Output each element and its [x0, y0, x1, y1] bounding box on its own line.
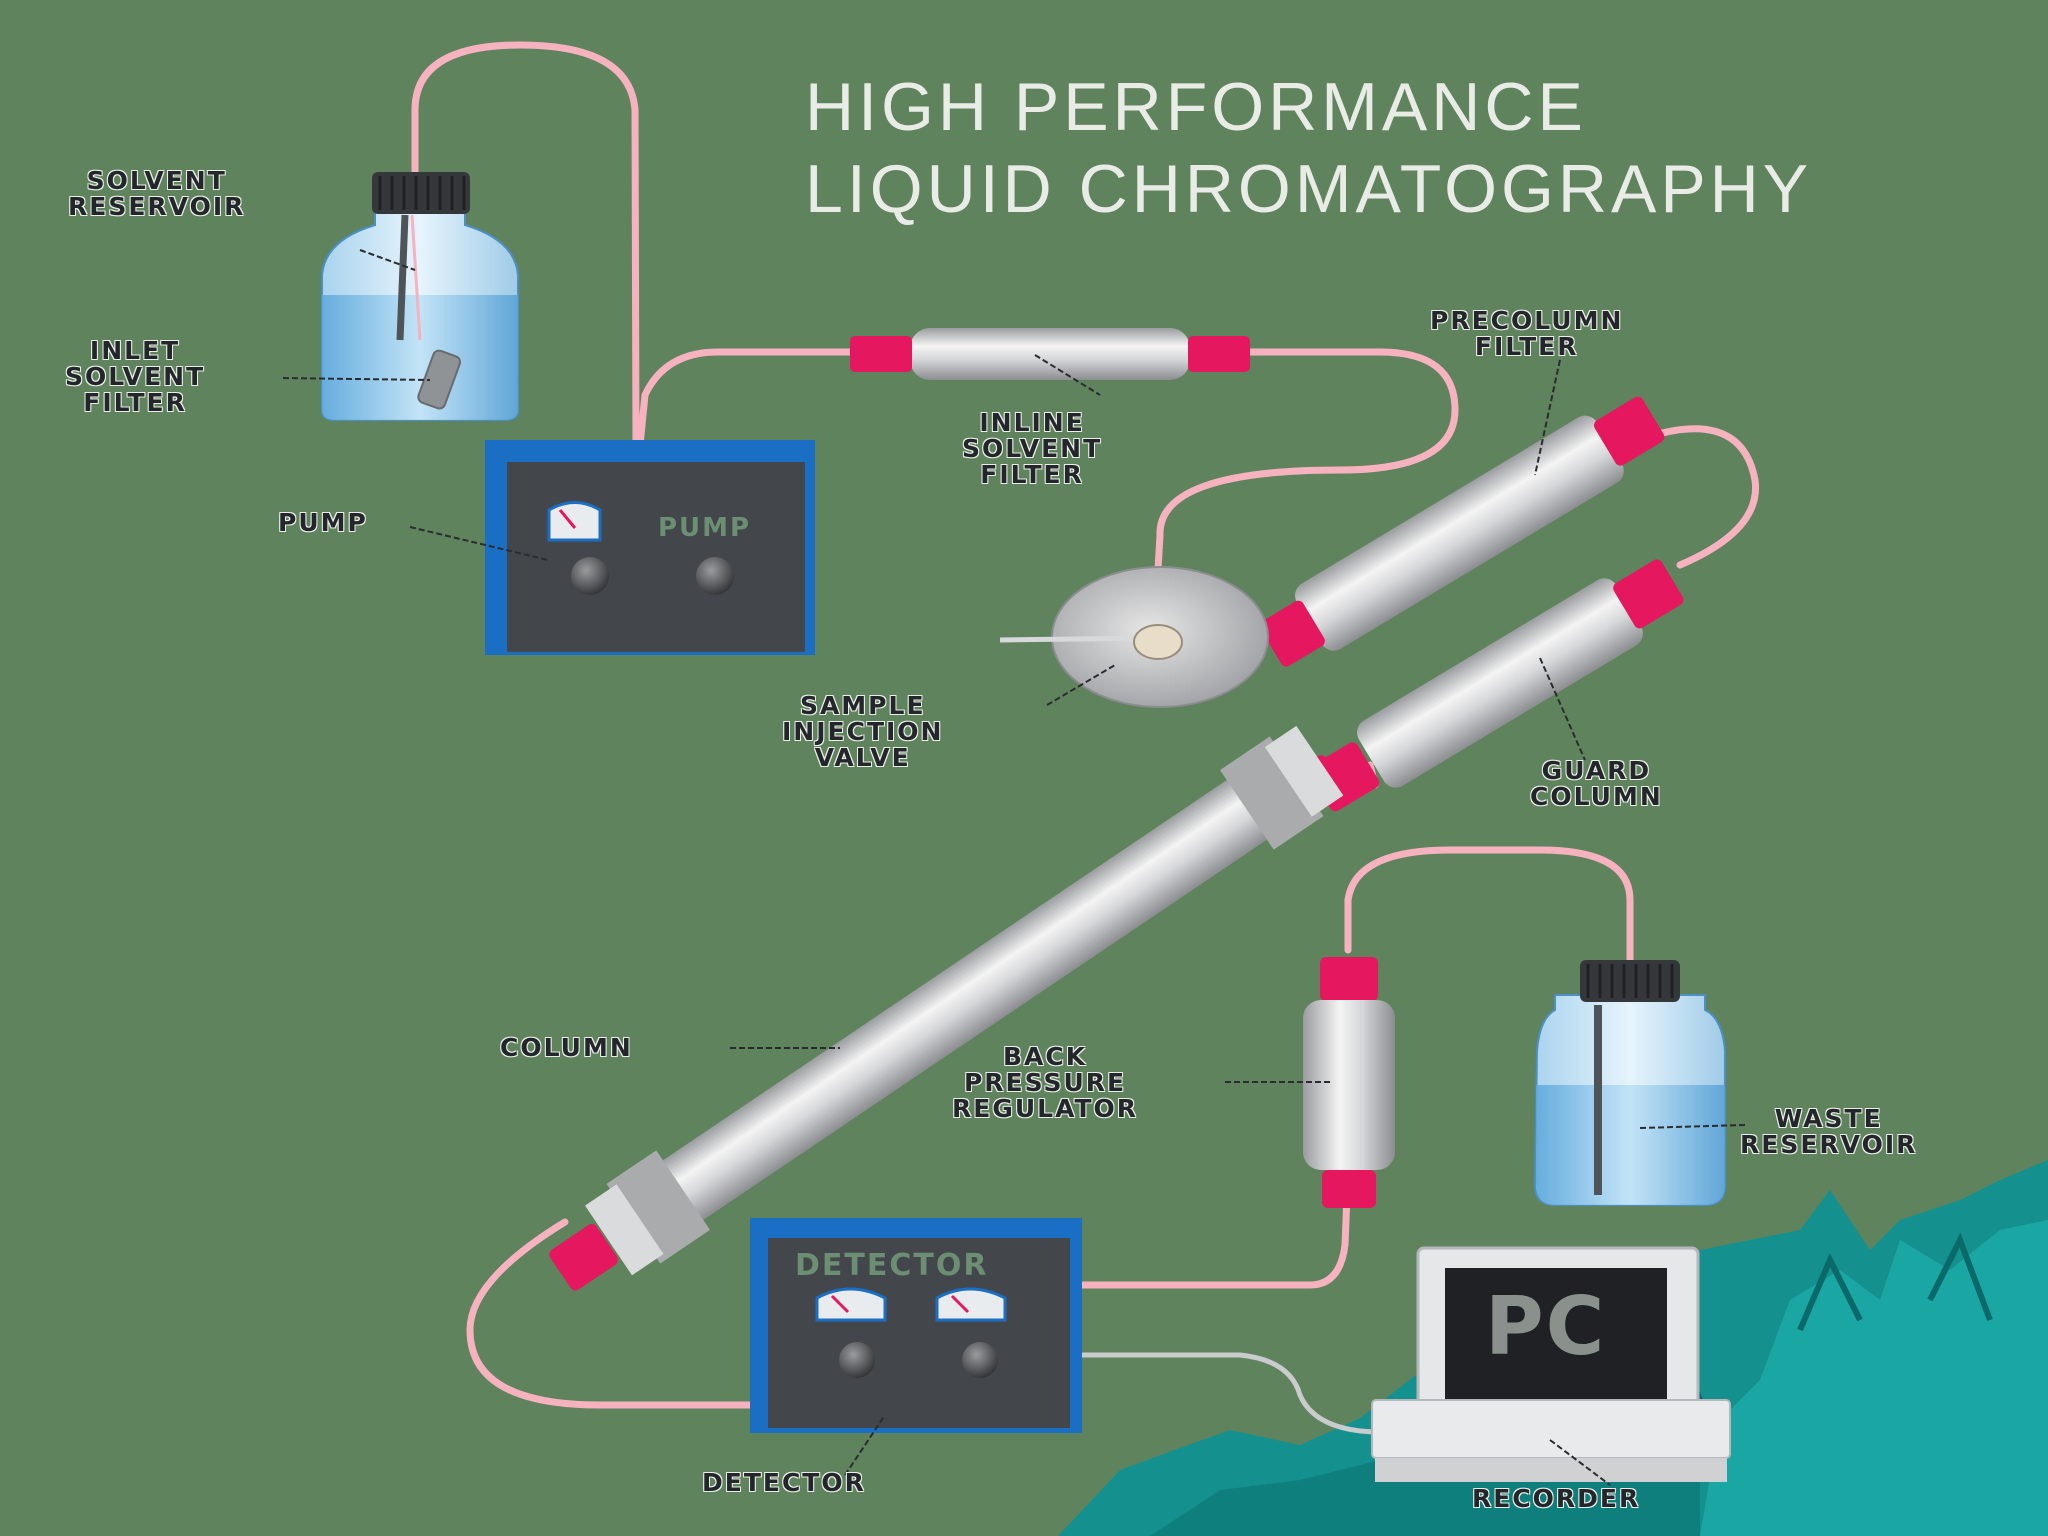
- pump-face-text: PUMP: [658, 513, 752, 543]
- waste-reservoir-bottle: [1533, 960, 1726, 1206]
- label-pump: PUMP: [278, 508, 368, 537]
- detector-unit: [750, 1218, 1082, 1433]
- leader-lines: [282, 249, 1746, 1486]
- title-line-1: HIGH PERFORMANCE: [805, 69, 1587, 145]
- label-column: COLUMN: [500, 1033, 633, 1062]
- solvent-reservoir-bottle: [321, 172, 519, 421]
- recorder-pc-device: [1371, 1246, 1731, 1482]
- label-detector: DETECTOR: [702, 1468, 866, 1497]
- main-column: [549, 725, 1344, 1291]
- sample-injection-valve-device: [999, 566, 1269, 708]
- signal-cable: [1080, 1352, 1376, 1435]
- pump-unit: [485, 440, 815, 655]
- label-recorder: RECORDER: [1472, 1484, 1641, 1513]
- detector-face-text: DETECTOR: [795, 1248, 989, 1283]
- back-pressure-regulator-device: [1303, 957, 1395, 1208]
- precolumn-filter: [1259, 396, 1665, 667]
- title-line-2: LIQUID CHROMATOGRAPHY: [805, 151, 1813, 227]
- pc-screen-text: PC: [1485, 1280, 1607, 1373]
- inline-solvent-filter: [850, 328, 1250, 380]
